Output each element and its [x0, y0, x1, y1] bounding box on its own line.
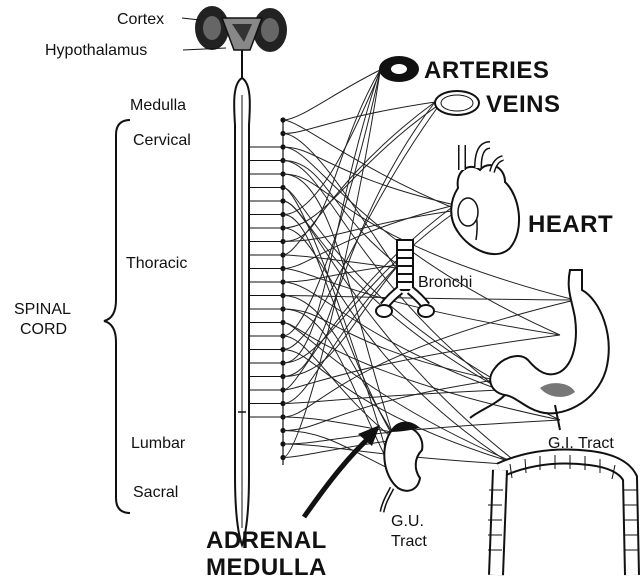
gu-tract-label-line1: G.U.: [391, 513, 424, 530]
cortex-label: Cortex: [117, 11, 164, 28]
kidney-icon: [382, 422, 422, 512]
spinal-cord: [234, 78, 250, 545]
veins-label: VEINS: [486, 91, 561, 118]
sacral-label: Sacral: [133, 484, 178, 501]
vein-cross-section-icon: [435, 91, 479, 115]
artery-cross-section-icon: [379, 56, 419, 82]
hypothalamus-label: Hypothalamus: [45, 42, 147, 59]
arrow-icon: [304, 425, 380, 517]
thoracic-label: Thoracic: [126, 255, 187, 272]
bronchi-label: Bronchi: [418, 274, 472, 291]
medulla-label: Medulla: [130, 97, 186, 114]
adrenal-medulla-label-line2: MEDULLA: [206, 554, 327, 581]
spinal-cord-bracket: [104, 120, 130, 513]
stomach-icon: [470, 270, 609, 430]
nerve-fiber: [283, 296, 392, 433]
nerve-fiber: [283, 120, 458, 210]
nerve-fiber: [283, 161, 398, 266]
heart-label: HEART: [528, 211, 613, 238]
arteries-label: ARTERIES: [424, 57, 549, 84]
colon-icon: [488, 455, 638, 575]
nerve-fiber: [283, 255, 396, 268]
spinal-cord-label-line1: SPINAL: [14, 301, 71, 318]
nerve-fiber: [283, 72, 380, 215]
nerve-fibers: [283, 70, 575, 470]
lumbar-label: Lumbar: [131, 435, 186, 452]
sympathetic-chain: [249, 117, 286, 465]
heart-icon: [451, 145, 519, 254]
gu-tract-label-line2: Tract: [391, 533, 427, 550]
nerve-fiber: [283, 70, 380, 120]
cervical-label: Cervical: [133, 132, 191, 149]
nerve-fiber: [283, 102, 435, 134]
spinal-cord-label-line2: CORD: [20, 321, 67, 338]
brain-icon: [195, 6, 287, 78]
nerve-fiber: [283, 440, 395, 458]
adrenal-medulla-label-line1: ADRENAL: [206, 527, 327, 554]
